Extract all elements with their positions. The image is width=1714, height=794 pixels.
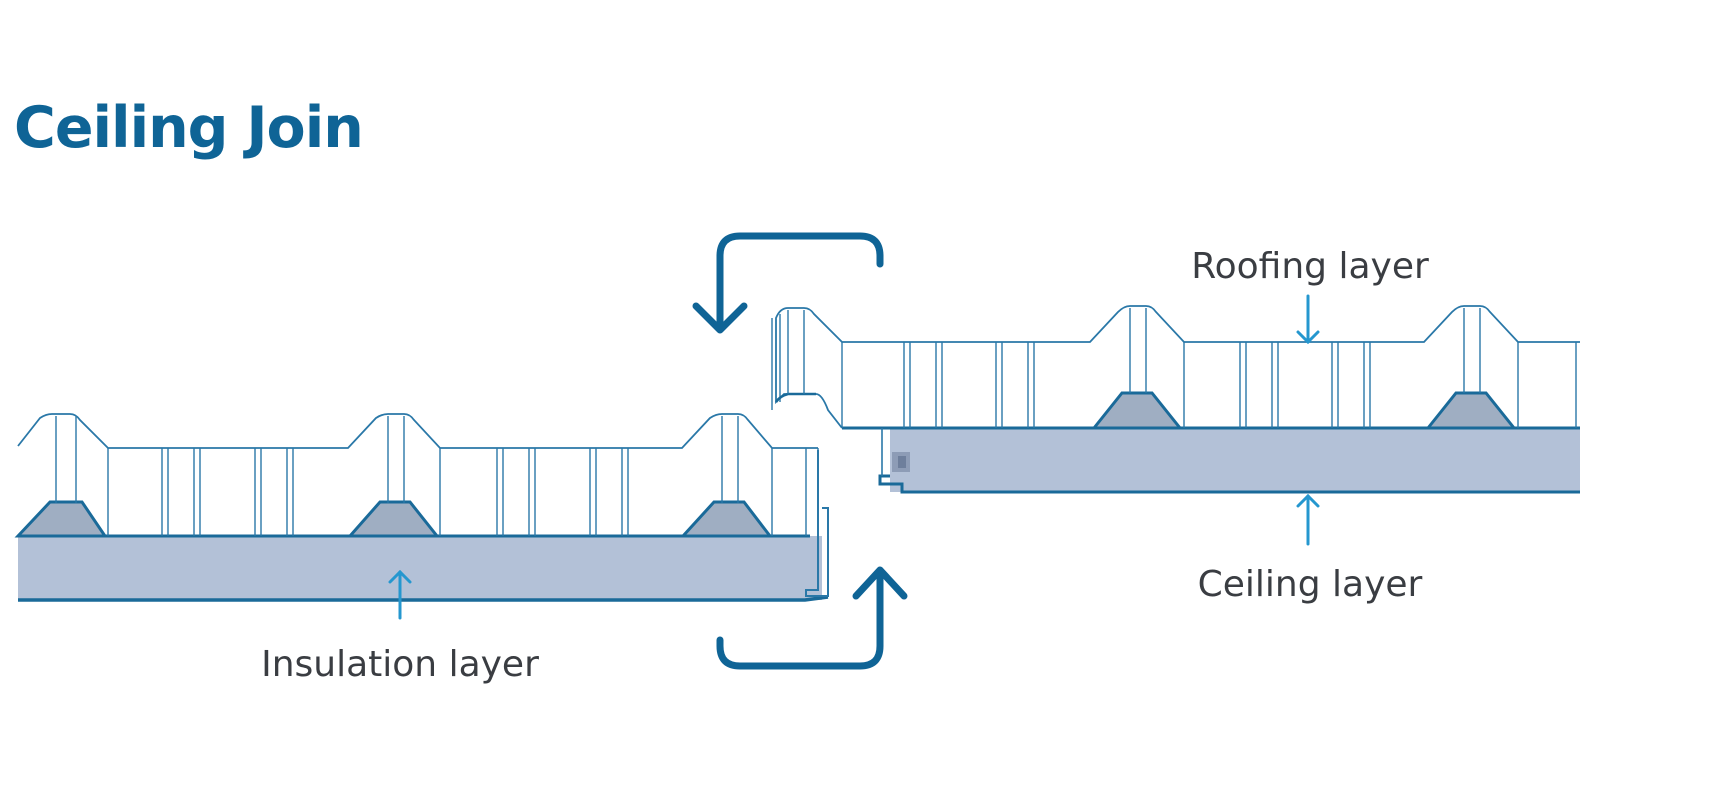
right-end-lip — [771, 314, 781, 410]
curved-arrow-up-icon — [716, 566, 908, 670]
left-roofing-sheet — [17, 413, 818, 449]
right-insulation-core — [890, 428, 1580, 492]
page-title: Ceiling Join — [14, 95, 364, 161]
left-rib-fill-2 — [346, 500, 441, 538]
curved-arrow-down-icon — [692, 232, 884, 334]
pointer-arrow-roofing — [1296, 294, 1320, 345]
left-minor-ribs — [161, 448, 629, 536]
right-rib-fill-2 — [1424, 391, 1518, 430]
pointer-arrow-insulation — [388, 569, 412, 620]
right-rib-lines — [787, 308, 1577, 428]
left-panel — [14, 413, 829, 602]
left-rib-lines — [55, 416, 819, 536]
right-joint-seal-2 — [898, 456, 906, 468]
right-roofing-sheet — [775, 305, 1580, 429]
right-rib-fill-1 — [1090, 391, 1184, 430]
ceiling-layer-label: Ceiling layer — [1198, 564, 1423, 605]
pointer-arrow-ceiling — [1296, 493, 1320, 546]
left-rib-fill-3 — [679, 500, 774, 538]
left-end-lip — [805, 450, 829, 597]
insulation-layer-label: Insulation layer — [261, 644, 539, 685]
roofing-layer-label: Roofing layer — [1191, 246, 1429, 287]
left-insulation-core — [18, 536, 822, 600]
right-panel — [771, 305, 1580, 494]
left-rib-fill-1 — [14, 500, 108, 538]
right-minor-ribs — [903, 342, 1371, 428]
left-ceiling-liner — [18, 595, 829, 602]
right-end-underside — [774, 392, 816, 403]
